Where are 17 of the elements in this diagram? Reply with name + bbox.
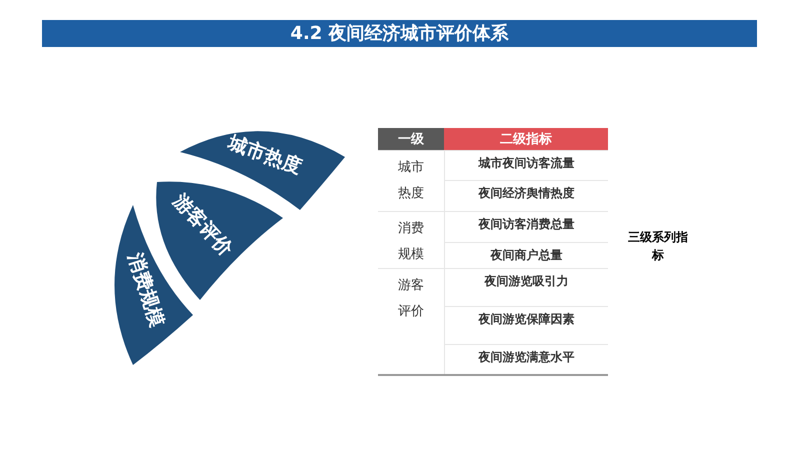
side-note: 三级系列指标 — [628, 229, 688, 264]
table-cell: 夜间游览吸引力 — [444, 268, 608, 306]
segment-label: 城市热度 — [224, 130, 306, 180]
header-cell: 二级指标 — [444, 128, 608, 150]
table-cell: 城市夜间访客流量 — [444, 150, 608, 180]
segment-label: 游客评价 — [168, 188, 238, 262]
table-cell: 夜间游览保障因素 — [444, 306, 608, 344]
table-cell-text: 游客评价 — [396, 277, 425, 321]
title-bar: 4.2 夜间经济城市评价体系 — [42, 20, 757, 47]
table-cell-text: 消费规模 — [396, 220, 425, 264]
table-cell: 夜间商户总量 — [444, 242, 608, 268]
table-cell-text: 城市热度 — [396, 159, 425, 203]
table-cell: 夜间经济舆情热度 — [444, 180, 608, 212]
header-cell: 一级 — [378, 128, 444, 150]
table-cell: 夜间访客消费总量 — [444, 212, 608, 242]
segment-label: 消费规模 — [122, 250, 170, 330]
table-cell: 夜间游览满意水平 — [444, 344, 608, 374]
